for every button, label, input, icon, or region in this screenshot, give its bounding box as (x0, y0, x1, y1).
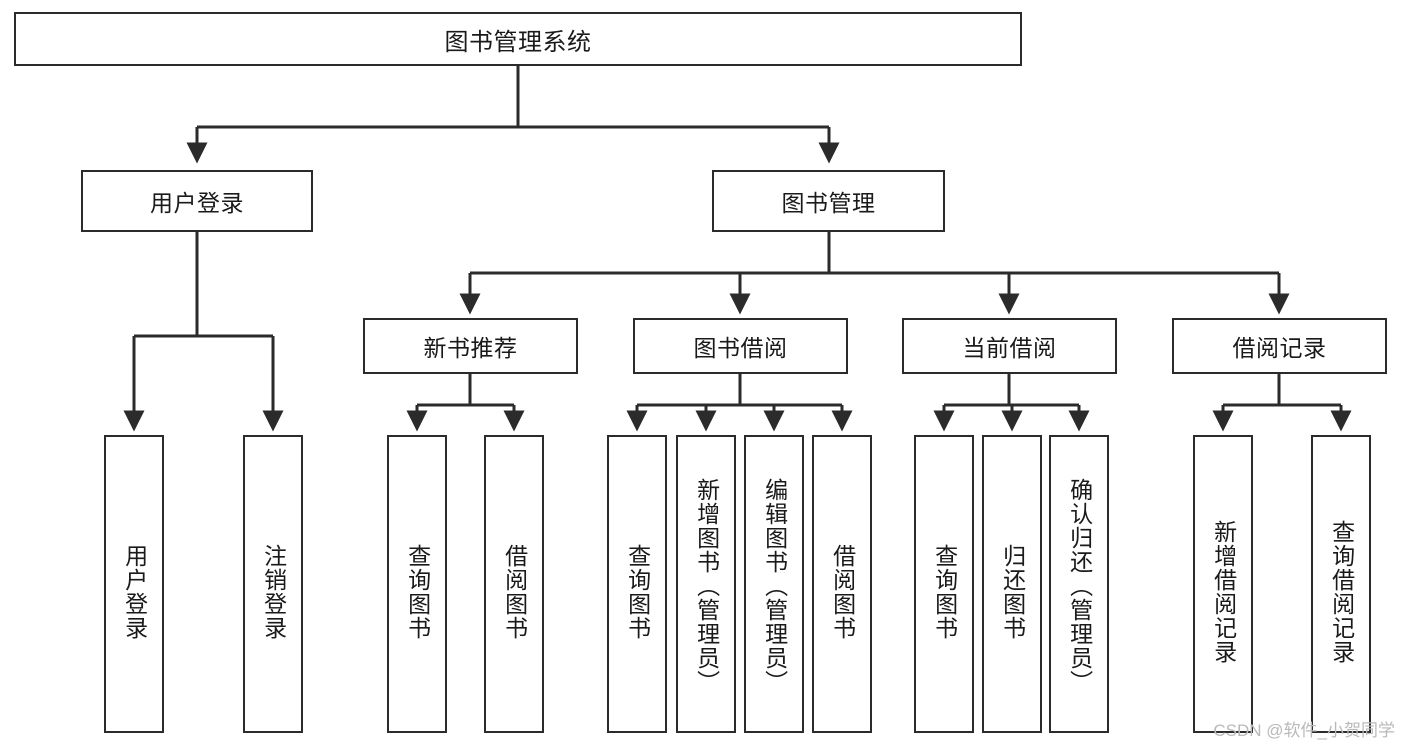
leaf-current-borrow-1[interactable]: 查询图书 (914, 435, 974, 733)
leaf-book-borrow-1-label: 查询图书 (624, 544, 651, 640)
node-current-borrow-label: 当前借阅 (962, 335, 1057, 361)
leaf-book-borrow-4-label: 借阅图书 (829, 544, 856, 640)
node-borrow-record[interactable]: 借阅记录 (1172, 318, 1387, 374)
leaf-new-book-1-label: 查询图书 (404, 544, 431, 640)
node-new-book-recommend-label: 新书推荐 (423, 335, 518, 361)
leaf-book-borrow-1[interactable]: 查询图书 (607, 435, 667, 733)
leaf-new-book-2[interactable]: 借阅图书 (484, 435, 544, 733)
node-book-manage[interactable]: 图书管理 (712, 170, 945, 232)
node-book-borrow[interactable]: 图书借阅 (633, 318, 848, 374)
csdn-watermark: CSDN @软件_小贺同学 (1213, 721, 1395, 740)
leaf-new-book-1[interactable]: 查询图书 (387, 435, 447, 733)
leaf-user-login-2-label: 注销登录 (260, 544, 287, 640)
leaf-current-borrow-3-label: 确认归还（管理员） (1066, 478, 1093, 694)
leaf-borrow-record-2[interactable]: 查询借阅记录 (1311, 435, 1371, 733)
leaf-current-borrow-1-label: 查询图书 (931, 544, 958, 640)
leaf-book-borrow-2[interactable]: 新增图书（管理员） (676, 435, 736, 733)
leaf-borrow-record-2-label: 查询借阅记录 (1328, 520, 1355, 664)
leaf-user-login-2[interactable]: 注销登录 (243, 435, 303, 733)
leaf-current-borrow-2[interactable]: 归还图书 (982, 435, 1042, 733)
node-user-login-label: 用户登录 (150, 190, 244, 216)
node-new-book-recommend[interactable]: 新书推荐 (363, 318, 578, 374)
leaf-user-login-1-label: 用户登录 (121, 544, 148, 640)
leaf-book-borrow-4[interactable]: 借阅图书 (812, 435, 872, 733)
node-user-login[interactable]: 用户登录 (81, 170, 313, 232)
node-root-label: 图书管理系统 (444, 28, 592, 56)
node-current-borrow[interactable]: 当前借阅 (902, 318, 1117, 374)
leaf-new-book-2-label: 借阅图书 (501, 544, 528, 640)
leaf-book-borrow-2-label: 新增图书（管理员） (693, 478, 720, 694)
node-root[interactable]: 图书管理系统 (14, 12, 1022, 66)
leaf-book-borrow-3-label: 编辑图书（管理员） (761, 478, 788, 694)
leaf-user-login-1[interactable]: 用户登录 (104, 435, 164, 733)
leaf-book-borrow-3[interactable]: 编辑图书（管理员） (744, 435, 804, 733)
leaf-current-borrow-3[interactable]: 确认归还（管理员） (1049, 435, 1109, 733)
node-book-manage-label: 图书管理 (781, 190, 876, 216)
node-borrow-record-label: 借阅记录 (1232, 335, 1327, 361)
leaf-current-borrow-2-label: 归还图书 (999, 544, 1026, 640)
node-book-borrow-label: 图书借阅 (693, 335, 788, 361)
leaf-borrow-record-1-label: 新增借阅记录 (1210, 520, 1237, 664)
leaf-borrow-record-1[interactable]: 新增借阅记录 (1193, 435, 1253, 733)
